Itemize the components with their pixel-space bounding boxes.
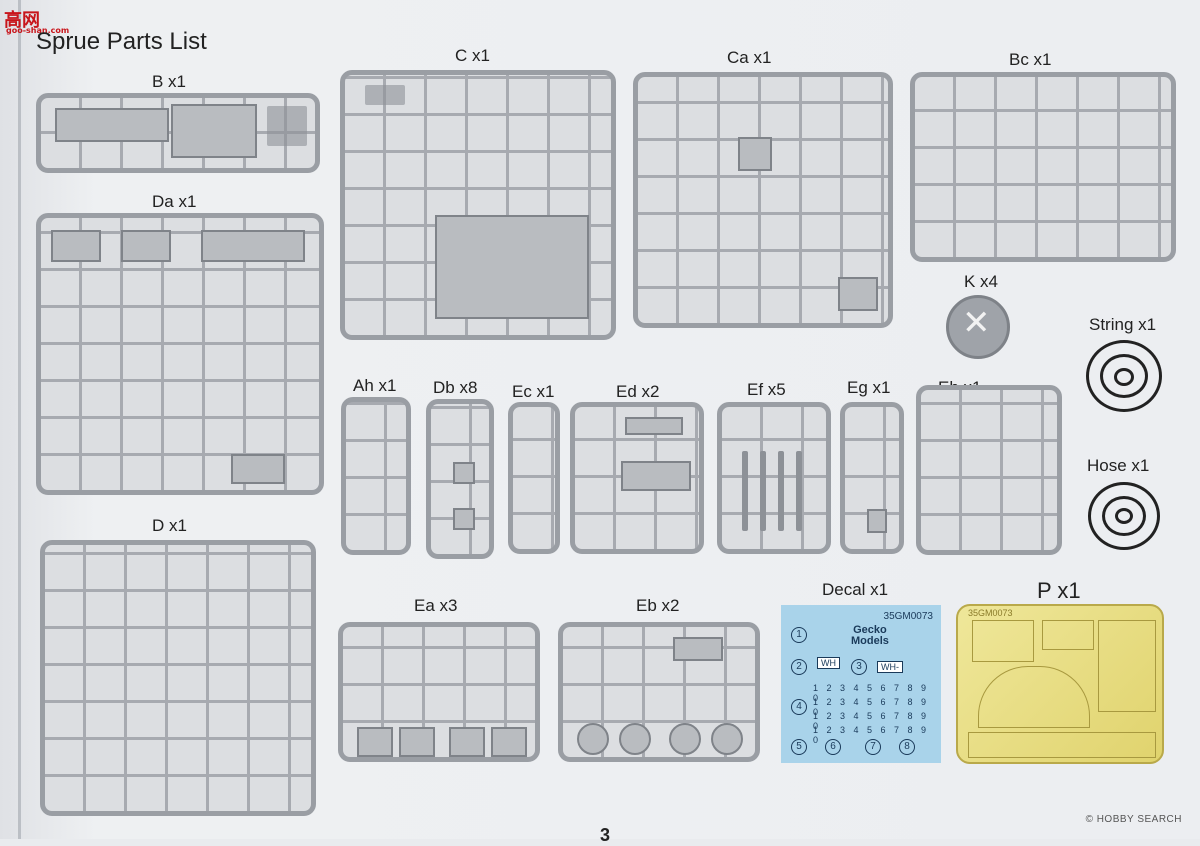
- sprue-ah: [341, 397, 411, 555]
- label-sprue-da: Da x1: [152, 192, 197, 211]
- decal-number-5: 5: [791, 739, 807, 755]
- label-sprue-d: D x1: [152, 516, 187, 535]
- sprue-bc: [910, 72, 1176, 262]
- hose-coil-core: [1115, 508, 1133, 524]
- label-sprue-bc: Bc x1: [1009, 50, 1052, 69]
- decal-number-4: 4: [791, 699, 807, 715]
- sprue-ca: [633, 72, 893, 328]
- label-hose: Hose x1: [1087, 456, 1150, 475]
- label-sprue-ah: Ah x1: [353, 376, 397, 395]
- decal-number-3: 3: [851, 659, 867, 675]
- sprue-c: [340, 70, 616, 340]
- decal-number-8: 8: [899, 739, 915, 755]
- sprue-db: [426, 399, 494, 559]
- pe-code: 35GM0073: [968, 608, 1013, 618]
- decal-code: 35GM0073: [883, 611, 933, 622]
- label-sprue-ca: Ca x1: [727, 48, 772, 67]
- string-coil: [1086, 340, 1162, 412]
- decal-number-7: 7: [865, 739, 881, 755]
- photo-etch-fret-p: 35GM0073: [956, 604, 1164, 764]
- decal-digit-row: 1 2 3 4 5 6 7 8 9 0: [813, 683, 930, 703]
- label-sprue-db: Db x8: [433, 378, 478, 397]
- decal-number-6: 6: [825, 739, 841, 755]
- decal-number-1: 1: [791, 627, 807, 643]
- label-sprue-ec: Ec x1: [512, 382, 555, 401]
- label-sprue-eg: Eg x1: [847, 378, 891, 397]
- hose-coil: [1088, 482, 1160, 550]
- decal-wh-2: WH-: [877, 661, 903, 673]
- label-sprue-ed: Ed x2: [616, 382, 660, 401]
- sprue-eb: [558, 622, 760, 762]
- sprue-da: [36, 213, 324, 495]
- binding-edge: [18, 0, 21, 839]
- sprue-eg: [840, 402, 904, 554]
- sprue-b: [36, 93, 320, 173]
- decal-digit-row: 1 2 3 4 5 6 7 8 9 0: [813, 697, 930, 717]
- sprue-ea: [338, 622, 540, 762]
- label-string: String x1: [1089, 315, 1157, 334]
- page-title: Sprue Parts List: [36, 28, 207, 55]
- hose-coil-inner: [1102, 496, 1146, 536]
- label-sprue-ea: Ea x3: [414, 596, 458, 615]
- string-coil-core: [1114, 368, 1134, 386]
- label-sprue-eb: Eb x2: [636, 596, 680, 615]
- wheel-part-k: [946, 295, 1010, 359]
- sprue-eh: [916, 385, 1062, 555]
- page-number: 3: [600, 825, 611, 845]
- sprue-ed: [570, 402, 704, 554]
- label-sprue-b: B x1: [152, 72, 187, 91]
- decal-digit-row: 1 2 3 4 5 6 7 8 9 0: [813, 711, 930, 731]
- label-sprue-ef: Ef x5: [747, 380, 786, 399]
- decal-digit-row: 1 2 3 4 5 6 7 8 9 0: [813, 725, 930, 745]
- label-pe-p: P x1: [1037, 578, 1081, 603]
- sprue-d: [40, 540, 316, 816]
- label-part-k: K x4: [964, 272, 999, 291]
- sprue-ec: [508, 402, 560, 554]
- string-coil-inner: [1100, 354, 1148, 398]
- label-decal: Decal x1: [822, 580, 889, 599]
- label-sprue-c: C x1: [455, 46, 490, 65]
- sprue-ef: [717, 402, 831, 554]
- hobby-search-watermark: © HOBBY SEARCH: [1085, 814, 1182, 825]
- decal-number-2: 2: [791, 659, 807, 675]
- decal-wh-1: WH: [817, 657, 840, 669]
